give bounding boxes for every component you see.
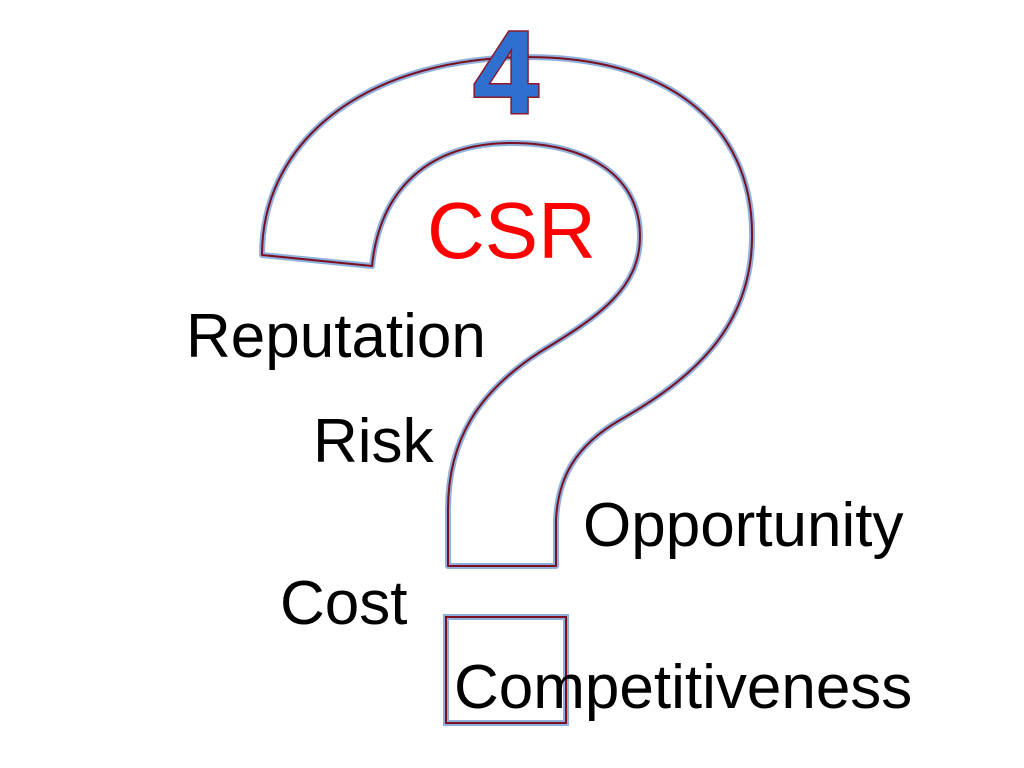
cost-label: Cost (280, 569, 408, 638)
competitiveness-label: Competitiveness (454, 653, 913, 722)
csr-heading: CSR (427, 186, 596, 275)
opportunity-label: Opportunity (583, 491, 904, 560)
risk-label: Risk (313, 407, 434, 476)
slide-number: 4 (473, 8, 539, 126)
slide-number-badge: 4 (472, 8, 541, 126)
reputation-label: Reputation (186, 302, 486, 371)
